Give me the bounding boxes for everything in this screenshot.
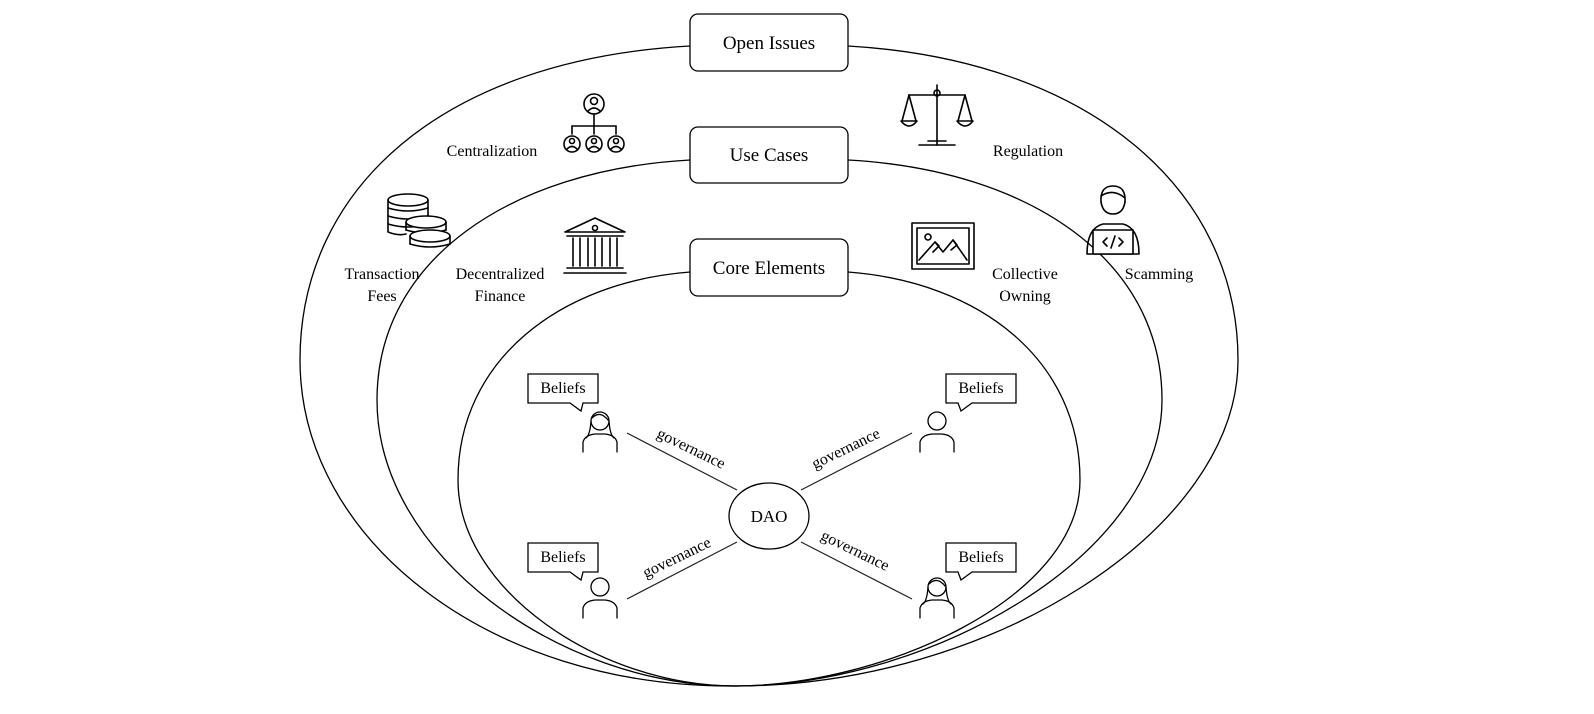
collective-owning-label-2: Owning [999, 288, 1051, 305]
bank-icon [563, 217, 627, 274]
decentralized-finance-label-1: Decentralized [456, 266, 545, 283]
dao-label: DAO [751, 507, 788, 526]
scamming-label: Scamming [1125, 266, 1193, 283]
belief-bubble-bottom-left: Beliefs [527, 542, 599, 582]
governance-label-top-right: governance [809, 425, 883, 473]
coins-icon [387, 193, 451, 248]
regulation-label: Regulation [993, 143, 1063, 160]
man-icon [919, 411, 955, 453]
belief-bubble-top-left: Beliefs [527, 373, 599, 413]
edge-top-left [626, 432, 738, 491]
governance-label-bottom-left: governance [640, 534, 714, 582]
dao-node: DAO [728, 482, 810, 550]
open-issues-box: Open Issues [689, 13, 849, 72]
woman-icon [919, 577, 955, 619]
use-cases-box: Use Cases [689, 126, 849, 184]
edge-top-right [800, 432, 913, 491]
collective-owning-label-1: Collective [992, 266, 1058, 283]
use-cases-label: Use Cases [730, 145, 809, 166]
open-issues-label: Open Issues [723, 33, 815, 54]
transaction-fees-label-1: Transaction [345, 266, 420, 283]
core-elements-label: Core Elements [713, 258, 825, 279]
core-elements-box: Core Elements [689, 238, 849, 297]
governance-label-bottom-right: governance [818, 527, 892, 575]
developer-icon [1086, 185, 1140, 255]
edge-bottom-right [800, 541, 913, 600]
man-icon [582, 577, 618, 619]
org-chart-icon [563, 93, 625, 153]
centralization-label: Centralization [447, 143, 538, 160]
scales-icon [900, 84, 974, 146]
belief-bubble-top-right: Beliefs [945, 373, 1017, 413]
core-elements-ring [457, 271, 1081, 687]
belief-bubble-bottom-right: Beliefs [945, 542, 1017, 582]
woman-icon [582, 411, 618, 453]
belief-label-top-left: Beliefs [540, 380, 585, 397]
picture-icon [911, 222, 975, 270]
transaction-fees-label-2: Fees [367, 288, 396, 305]
edge-bottom-left [626, 541, 738, 600]
belief-label-bottom-right: Beliefs [958, 549, 1003, 566]
belief-label-top-right: Beliefs [958, 380, 1003, 397]
decentralized-finance-label-2: Finance [475, 288, 526, 305]
belief-label-bottom-left: Beliefs [540, 549, 585, 566]
